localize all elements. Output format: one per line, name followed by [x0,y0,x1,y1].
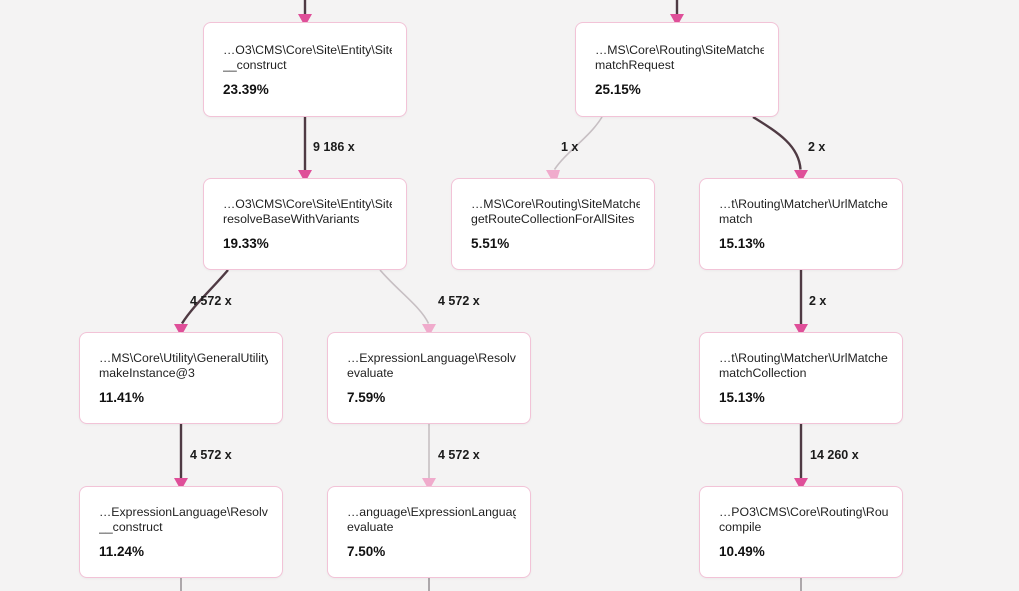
node-method-name: matchRequest [595,58,675,72]
node-class-name: …t\Routing\Matcher\UrlMatcher [719,351,888,365]
arrowhead-icon [670,14,684,22]
graph-node-makeinstance[interactable]: …MS\Core\Utility\GeneralUtility makeInst… [79,332,283,424]
arrowhead-icon [422,324,436,332]
node-method-name: makeInstance@3 [99,366,195,380]
arrowhead-icon [794,170,808,178]
arrowhead-icon [174,478,188,486]
edge-line-matchrequest-match [752,115,802,170]
graph-node-expressionlanguage-evaluate[interactable]: …anguage\ExpressionLanguage evaluate 7.5… [327,486,531,578]
arrowhead-icon [298,170,312,178]
node-method-name: getRouteCollectionForAllSites [471,212,635,226]
arrowhead-icon [422,478,436,486]
edge-count-label: 4 572 x [190,294,232,308]
node-percent: 15.13% [719,236,765,251]
graph-node-resolvebasewithvariants[interactable]: …O3\CMS\Core\Site\Entity\Site resolveBas… [203,178,407,270]
node-percent: 5.51% [471,236,510,251]
node-class-name: …MS\Core\Routing\SiteMatcher [595,43,764,57]
node-percent: 25.15% [595,82,641,97]
node-percent: 7.59% [347,390,386,405]
edge-line-resolve-makeinstance [180,269,229,325]
node-method-name: match [719,212,753,226]
graph-node-resolver-construct[interactable]: …ExpressionLanguage\Resolver __construct… [79,486,283,578]
edge-count-label: 9 186 x [313,140,355,154]
arrowhead-icon [546,170,560,178]
edge-line-matchrequest-getroutecollection [553,116,603,170]
node-method-name: compile [719,520,762,534]
node-method-name: evaluate [347,366,394,380]
node-class-name: …O3\CMS\Core\Site\Entity\Site [223,43,392,57]
node-method-name: evaluate [347,520,394,534]
node-class-name: …PO3\CMS\Core\Routing\Route [719,505,888,519]
node-class-name: …ExpressionLanguage\Resolver [347,351,516,365]
edge-count-label: 14 260 x [810,448,859,462]
node-class-name: …O3\CMS\Core\Site\Entity\Site [223,197,392,211]
node-class-name: …MS\Core\Routing\SiteMatcher [471,197,640,211]
graph-node-route-compile[interactable]: …PO3\CMS\Core\Routing\Route compile 10.4… [699,486,903,578]
node-percent: 7.50% [347,544,386,559]
edge-count-label: 4 572 x [438,294,480,308]
node-percent: 19.33% [223,236,269,251]
node-method-name: __construct [99,520,163,534]
edge-line-resolve-evaluate [379,269,430,324]
edge-count-label: 4 572 x [190,448,232,462]
edge-count-label: 1 x [561,140,579,154]
graph-node-getroutecollectionforallsites[interactable]: …MS\Core\Routing\SiteMatcher getRouteCol… [451,178,655,270]
node-percent: 11.24% [99,544,145,559]
graph-node-matchcollection[interactable]: …t\Routing\Matcher\UrlMatcher matchColle… [699,332,903,424]
node-percent: 10.49% [719,544,765,559]
graph-node-resolver-evaluate[interactable]: …ExpressionLanguage\Resolver evaluate 7.… [327,332,531,424]
graph-node-match[interactable]: …t\Routing\Matcher\UrlMatcher match 15.1… [699,178,903,270]
arrowhead-icon [794,324,808,332]
node-class-name: …anguage\ExpressionLanguage [347,505,516,519]
edge-count-label: 2 x [809,294,827,308]
node-method-name: __construct [223,58,287,72]
node-method-name: resolveBaseWithVariants [223,212,360,226]
node-method-name: matchCollection [719,366,807,380]
node-class-name: …ExpressionLanguage\Resolver [99,505,268,519]
node-class-name: …t\Routing\Matcher\UrlMatcher [719,197,888,211]
graph-node-site-construct[interactable]: …O3\CMS\Core\Site\Entity\Site __construc… [203,22,407,117]
graph-node-matchrequest[interactable]: …MS\Core\Routing\SiteMatcher matchReques… [575,22,779,117]
node-percent: 15.13% [719,390,765,405]
arrowhead-icon [174,324,188,332]
arrowhead-icon [794,478,808,486]
node-percent: 23.39% [223,82,269,97]
node-class-name: …MS\Core\Utility\GeneralUtility [99,351,268,365]
edge-count-label: 4 572 x [438,448,480,462]
node-percent: 11.41% [99,390,145,405]
arrowhead-icon [298,14,312,22]
edge-count-label: 2 x [808,140,826,154]
